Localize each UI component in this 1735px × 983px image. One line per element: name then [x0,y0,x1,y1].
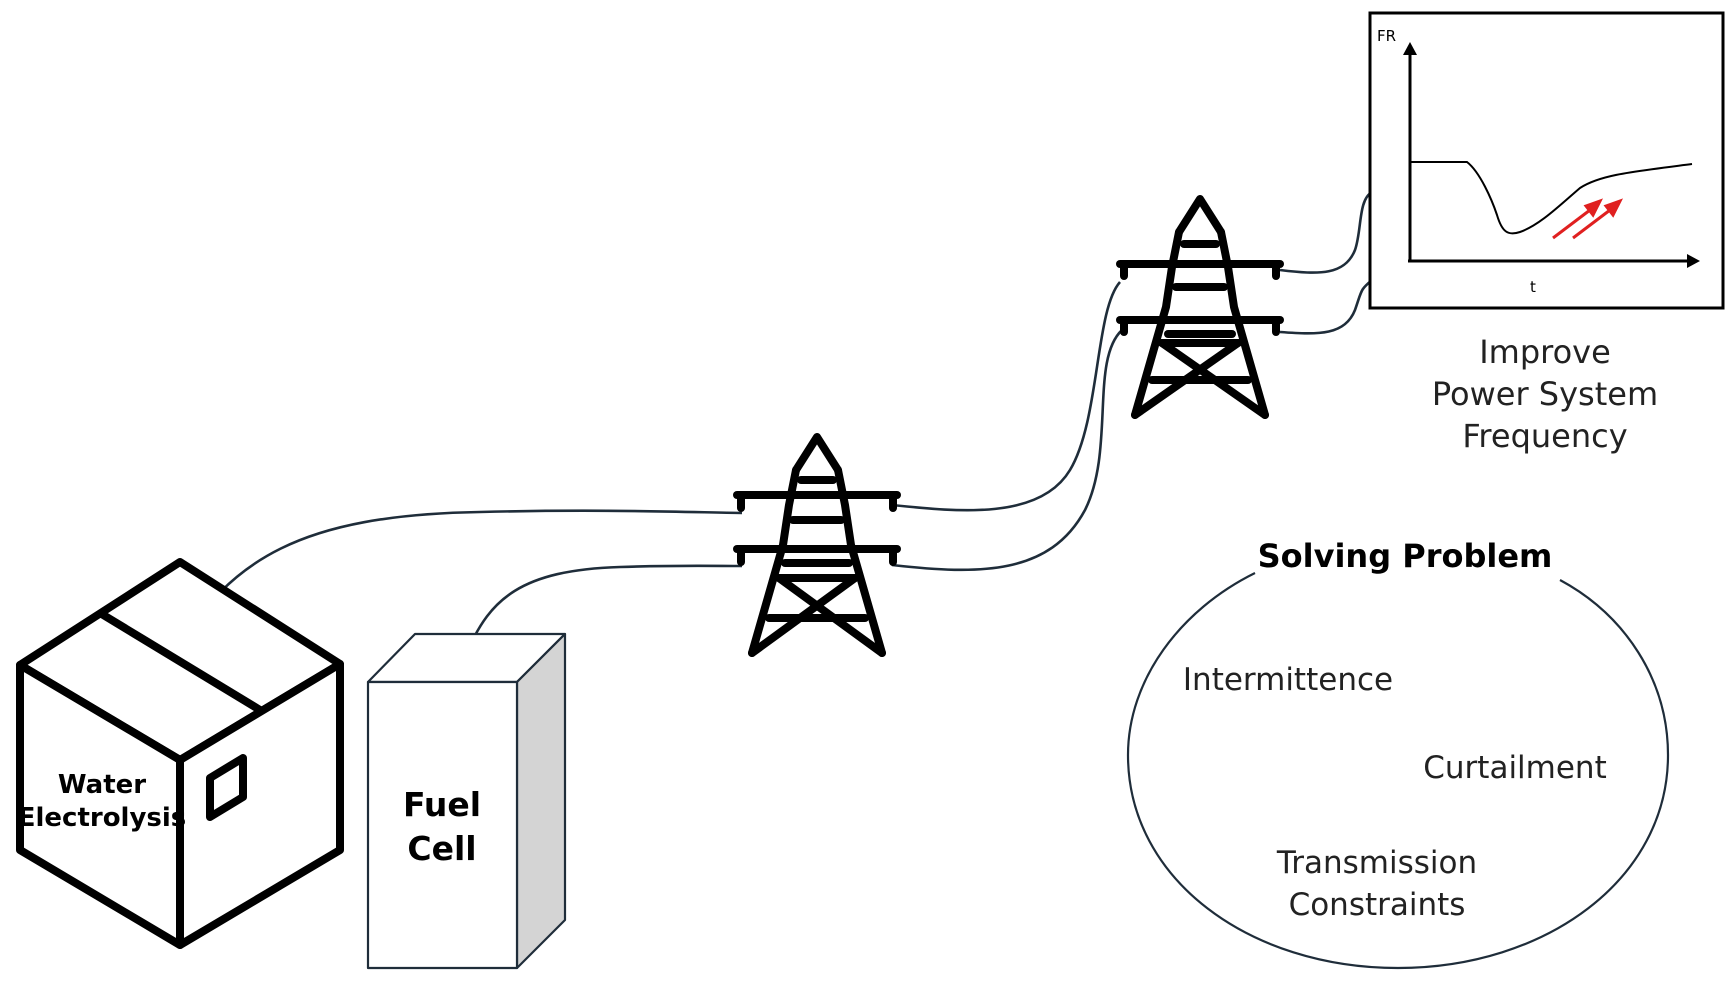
transmission-wires [173,190,1373,653]
chart-caption-line1: Improve [1479,333,1611,371]
problem-transmission-line1: Transmission [1276,845,1477,881]
frequency-chart: FR t [1368,11,1725,310]
wire-electrolysis-to-tower1 [173,509,743,653]
problem-transmission-line2: Constraints [1289,887,1466,923]
fuel-cell-unit [366,632,567,970]
problem-curtailment: Curtailment [1423,750,1607,786]
y-axis-label: FR [1377,27,1396,45]
box-side-face [176,660,344,949]
transmission-tower-1 [733,433,901,657]
problem-circle [1126,572,1670,970]
chart-caption-line3: Frequency [1462,417,1627,455]
chart-frame [1368,11,1725,310]
frequency-curve [1410,161,1693,235]
y-axis-arrowhead [1403,42,1417,55]
x-axis-label: t [1530,278,1536,296]
water-electrolysis-unit [16,558,344,949]
solving-problem-group: Solving Problem Intermittence Curtailmen… [1126,537,1670,970]
wire-tower2-to-chart-upper [1279,190,1373,274]
x-axis-arrowhead [1687,254,1700,268]
wire-tower1-to-tower2-upper [891,281,1121,512]
problem-intermittence: Intermittence [1183,662,1393,698]
wire-fuelcell-to-tower1 [466,564,743,651]
wire-tower2-to-chart-lower [1279,279,1373,335]
transmission-tower-2 [1116,195,1284,419]
electrolysis-label-line2: Electrolysis [18,803,187,833]
box-label-window [206,754,247,821]
fuel-cell-front [366,680,519,970]
wire-tower1-to-tower2-lower [891,329,1123,572]
fuel-cell-label-line2: Cell [407,829,476,868]
fuel-cell-label-line1: Fuel [403,785,481,824]
problem-title: Solving Problem [1258,537,1553,575]
chart-caption-line2: Power System [1432,375,1658,413]
recovery-arrows [1552,198,1624,240]
electrolysis-label-line1: Water [58,770,146,800]
fuel-cell-side [515,632,567,970]
